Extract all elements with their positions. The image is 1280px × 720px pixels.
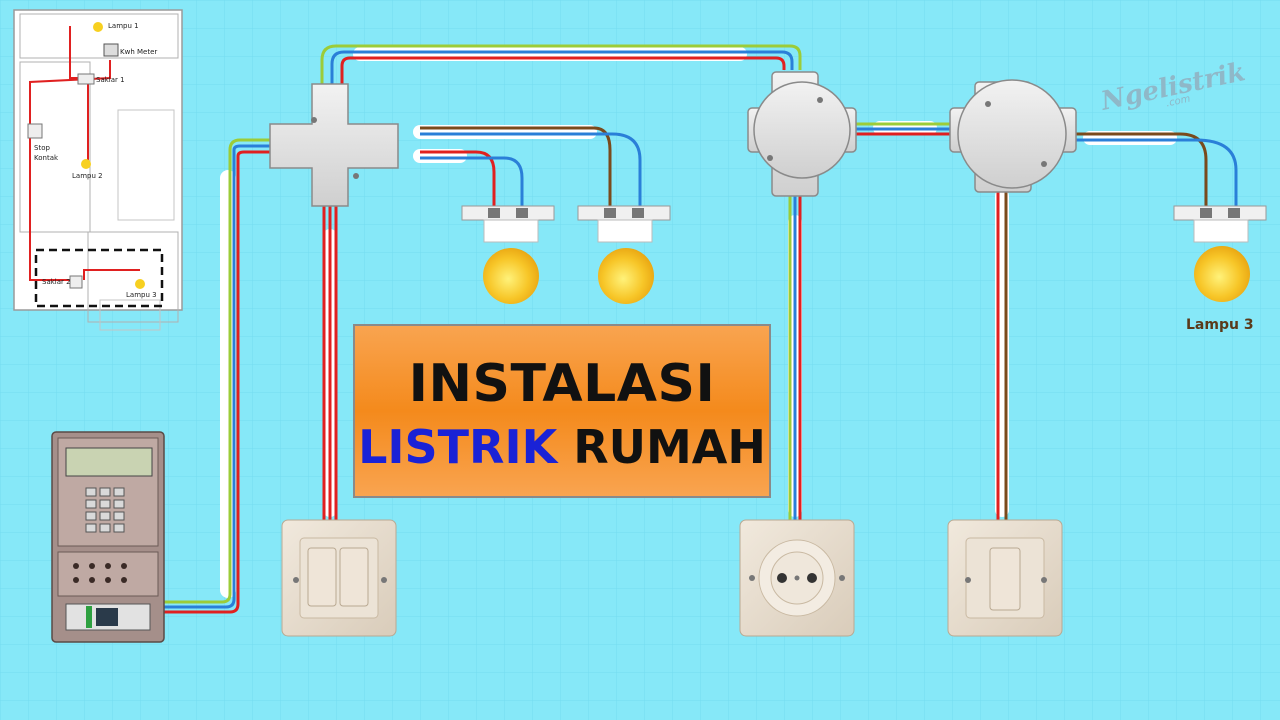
title-highlight: LISTRIK: [358, 420, 558, 474]
double-switch: [281, 519, 397, 637]
title-rest: RUMAH: [557, 420, 766, 474]
fp-label-lampu2: Lampu 2: [72, 172, 103, 180]
junction-box-round-1: [747, 71, 857, 197]
lamp-2: [577, 205, 671, 304]
single-switch: [947, 519, 1063, 637]
fp-label-saklar1: Saklar 1: [96, 76, 125, 84]
junction-box-round-2: [949, 79, 1077, 193]
lamp-3-label: Lampu 3: [1186, 317, 1254, 333]
floor-plan: [13, 9, 183, 331]
title-line-1: INSTALASI: [408, 354, 716, 414]
wall-socket: [739, 519, 855, 637]
junction-box-cross: [269, 83, 399, 207]
fp-label-stop: Stop: [34, 144, 50, 152]
lamp-1: [461, 205, 555, 304]
title-banner: INSTALASI LISTRIK RUMAH: [353, 324, 771, 498]
title-line-2: LISTRIK RUMAH: [355, 420, 769, 474]
fp-label-saklar2: Saklar 2: [42, 278, 71, 286]
lamp-3: [1173, 205, 1267, 302]
wires: [160, 44, 1238, 614]
fp-label-lampu3: Lampu 3: [126, 291, 157, 299]
fp-label-kwh-meter: Kwh Meter: [120, 48, 158, 56]
fp-label-lampu1: Lampu 1: [108, 22, 139, 30]
kwh-meter: [51, 431, 165, 643]
fp-label-kontak: Kontak: [34, 154, 59, 162]
